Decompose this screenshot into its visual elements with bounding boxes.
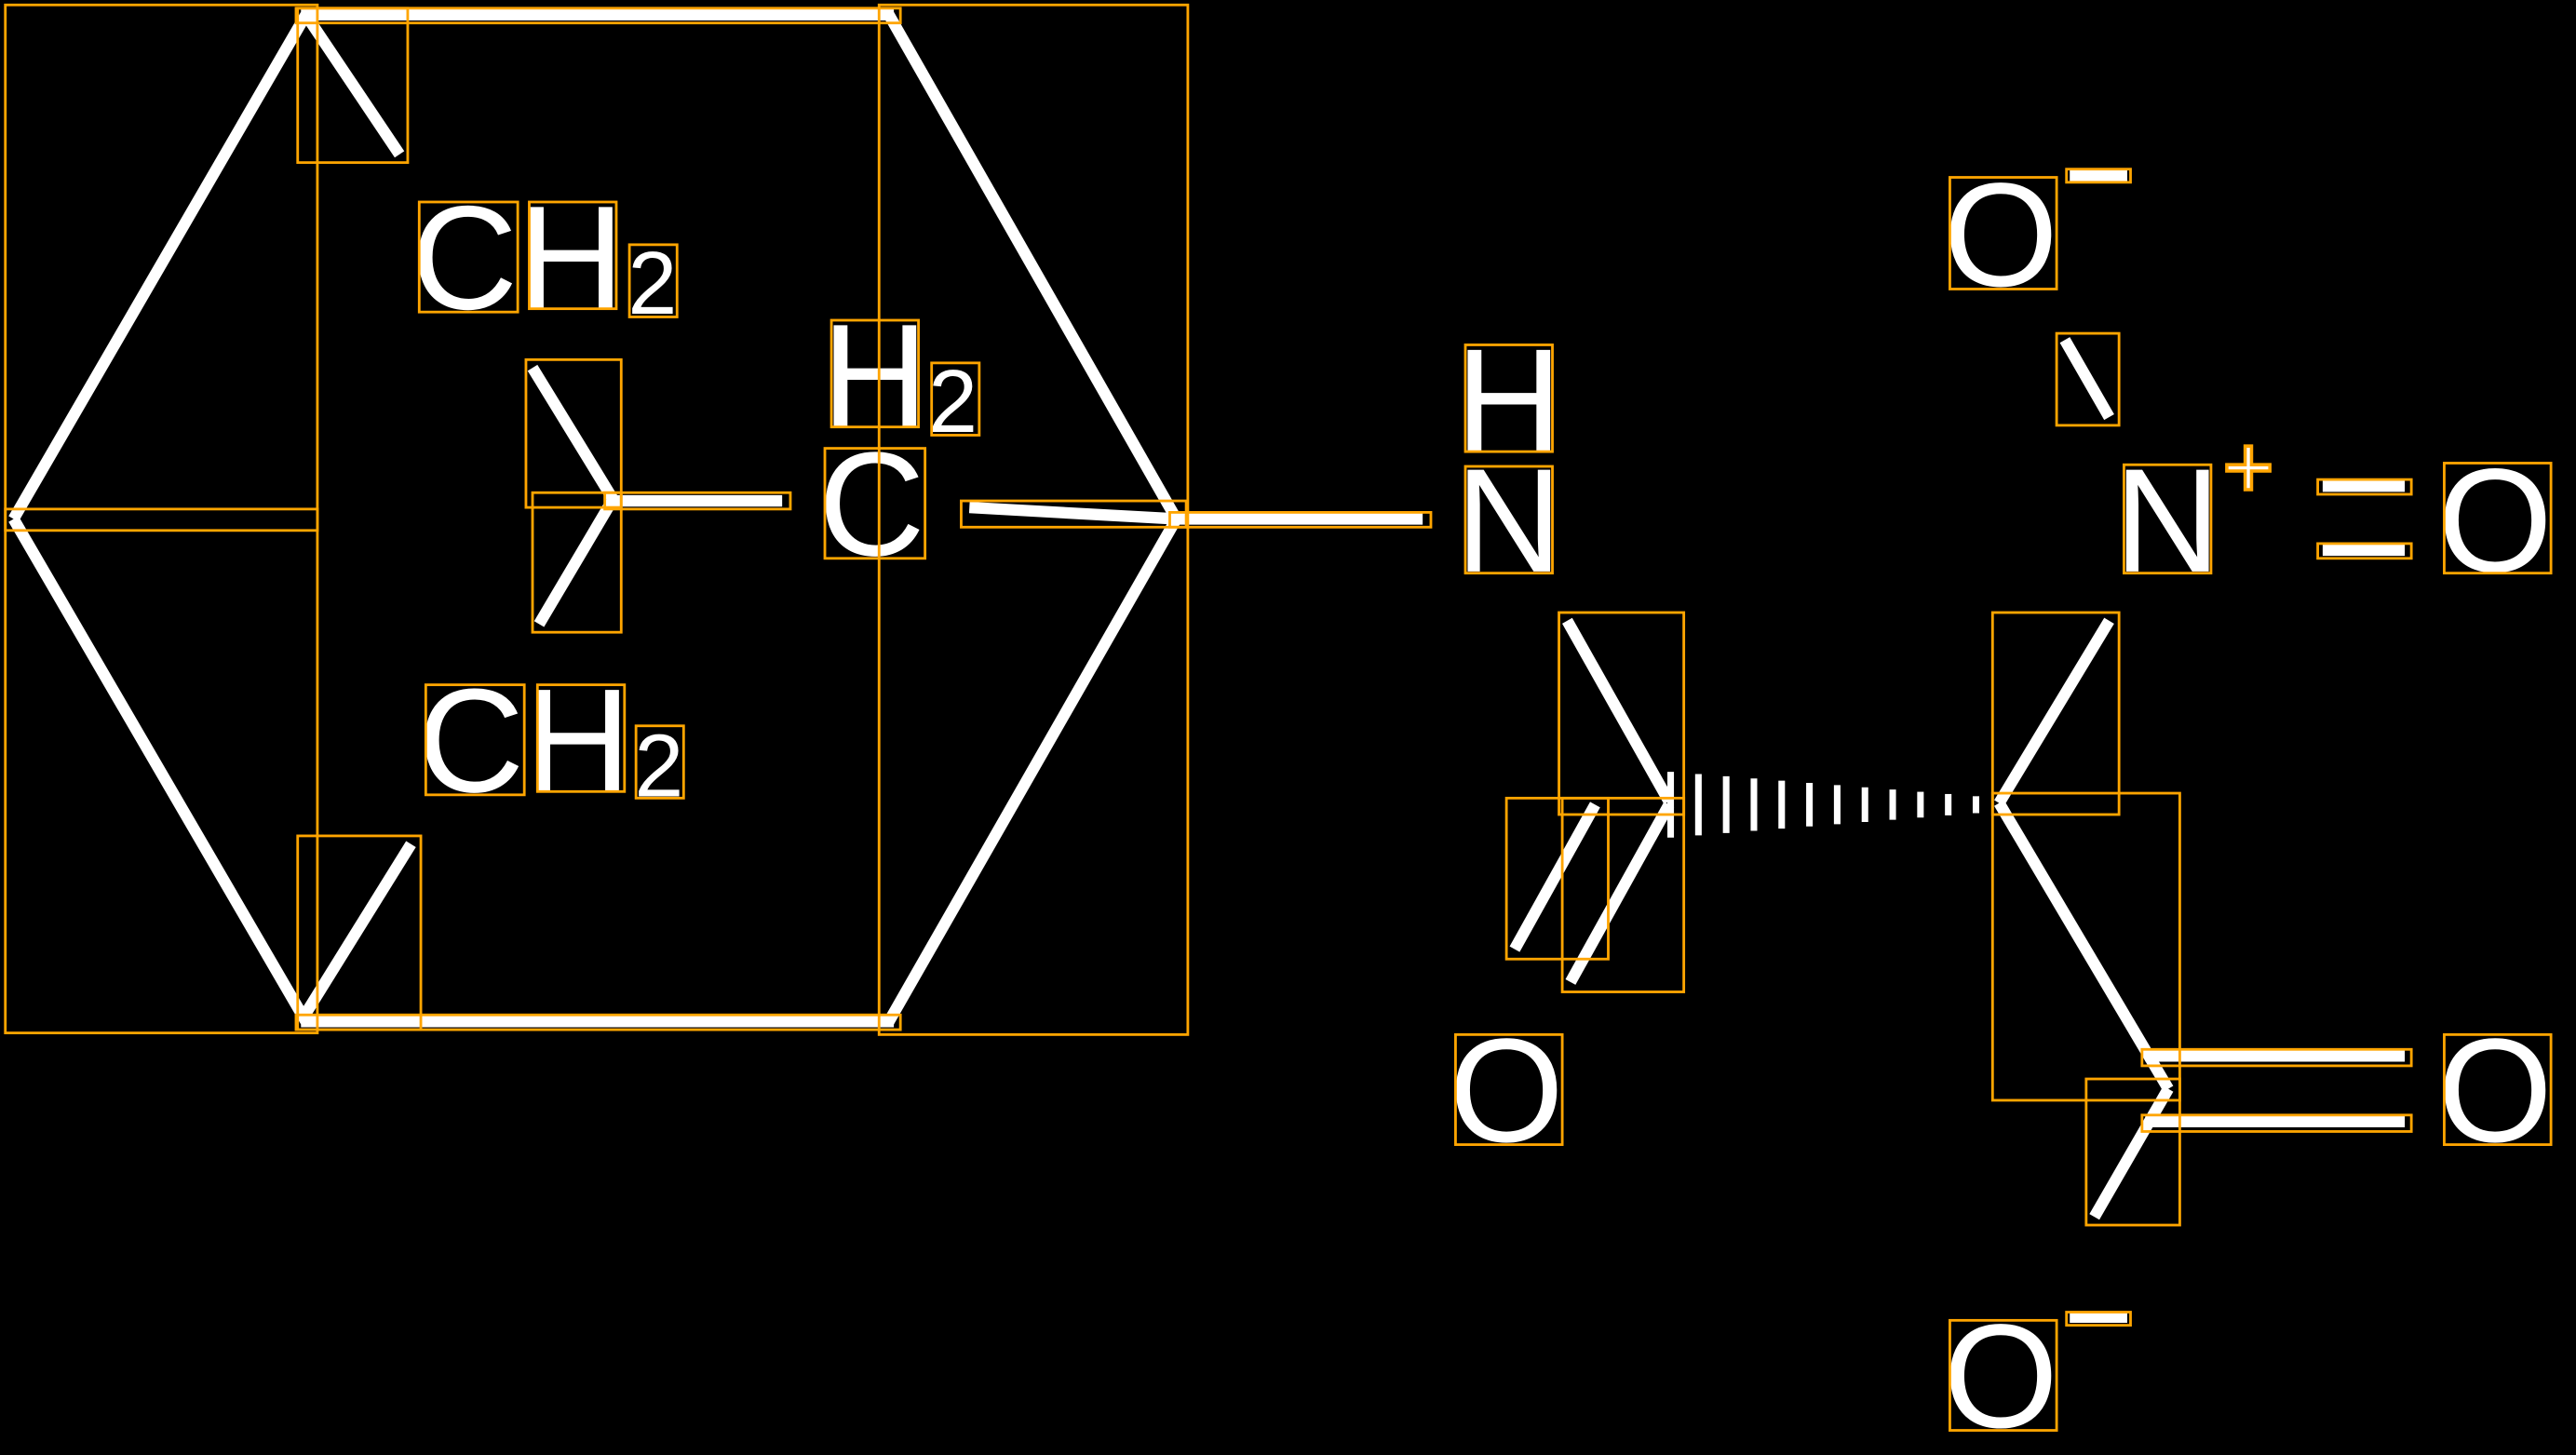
annotation-box (531, 491, 623, 634)
annotation-box (1463, 344, 1554, 453)
bond (533, 496, 618, 627)
bond (8, 11, 311, 522)
annotation-box (603, 491, 792, 511)
annotation-box (2316, 542, 2413, 560)
bond (527, 364, 618, 503)
annotation-box (2140, 1113, 2413, 1133)
annotation-box (930, 361, 981, 437)
annotation-box (1990, 611, 2121, 816)
annotation-box (1949, 1318, 2058, 1432)
bond (1562, 617, 1675, 804)
h2c-subscript: 2 (928, 353, 978, 451)
carbonyl-oxygen-label: O (2437, 1007, 2552, 1173)
bond (1994, 617, 2114, 806)
bond (301, 841, 416, 1017)
ch2-top-subscript: 2 (627, 235, 677, 333)
annotation-box (823, 447, 927, 560)
ch2-bottom-subscript: 2 (634, 718, 683, 816)
bond (968, 501, 1177, 525)
annotation-box (535, 683, 627, 793)
bond (1565, 802, 1675, 985)
annotation-box (2123, 463, 2213, 575)
annotation-boxes (4, 3, 2553, 1432)
bond (2089, 1085, 2174, 1220)
annotation-box (4, 507, 319, 532)
annotation-box (296, 834, 423, 1031)
bond (1994, 800, 2174, 1092)
annotation-box (2316, 478, 2413, 496)
annotation-box (877, 3, 1190, 1036)
nh-n-label: N (1455, 438, 1562, 603)
bonds (8, 8, 2406, 1323)
annotation-box (2065, 1311, 2132, 1327)
annotation-box (2443, 1032, 2553, 1146)
nitro-n-label: N (2114, 438, 2221, 603)
h2c-c-label: C (818, 421, 925, 586)
bond (8, 516, 311, 1025)
bond (301, 11, 405, 158)
annotation-box (1454, 1032, 1564, 1146)
annotation-box (1949, 176, 2058, 290)
atom-labels: CH 2 CH 2 H 2 C H N O O O O N O + (411, 152, 2552, 1455)
annotation-box (294, 1013, 902, 1031)
annotation-box (1560, 796, 1686, 993)
bond (2059, 337, 2114, 421)
annotation-box (528, 200, 618, 311)
bond (883, 11, 1181, 522)
plus-charge: + (2222, 419, 2274, 518)
annotation-box (1168, 510, 1433, 529)
annotation-box (424, 683, 526, 797)
annotation-box (2140, 1047, 2413, 1068)
annotation-box (1504, 796, 1610, 961)
bond (883, 516, 1181, 1025)
annotation-box (2084, 1077, 2181, 1227)
annotation-box (2065, 168, 2132, 184)
annotation-box (960, 499, 1188, 529)
hashed-wedge-bond (1667, 772, 1980, 838)
annotation-box (1558, 611, 1686, 816)
annotation-box (294, 7, 902, 25)
annotation-box (296, 7, 410, 165)
annotation-box (829, 318, 920, 429)
annotation-box (4, 3, 319, 1035)
nitro-double-oxygen-label: O (2437, 438, 2552, 603)
annotation-box (2443, 462, 2553, 575)
annotation-box (524, 357, 623, 509)
ring-oxygen-label: O (1449, 1007, 1563, 1173)
annotation-box (2055, 331, 2121, 427)
annotation-box (627, 243, 679, 318)
bond (1509, 802, 1600, 952)
annotation-box (1463, 465, 1554, 575)
annotation-box (417, 200, 519, 314)
annotation-box (634, 724, 685, 800)
